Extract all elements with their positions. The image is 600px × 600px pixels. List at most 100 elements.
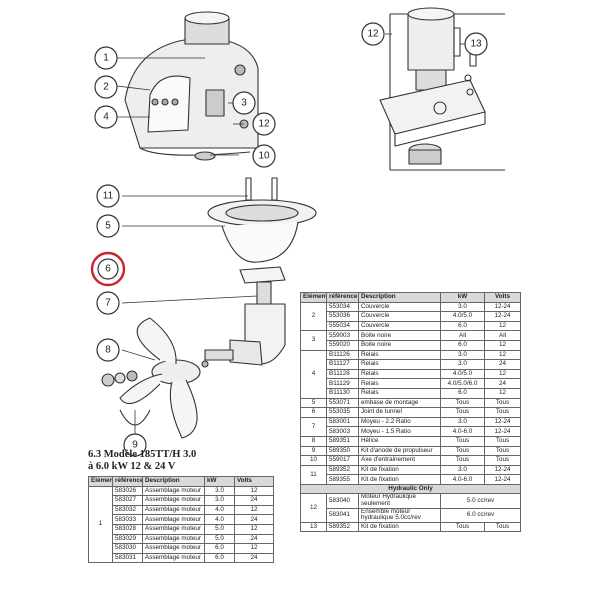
reference-cell: B11126 <box>326 349 359 361</box>
table-header-row: Elément référence Description kW Volts <box>88 476 274 487</box>
volts-cell: Tous <box>484 435 521 447</box>
description-cell: Assemblage moteur <box>142 504 205 516</box>
reference-cell: B11127 <box>326 359 359 370</box>
reference-cell: 583032 <box>112 504 143 516</box>
header-reference: référence <box>112 476 143 487</box>
kw-cell: 6.0 <box>440 387 485 399</box>
description-cell: embase de montage <box>358 397 441 409</box>
kw-cell: 6.0 <box>204 543 235 554</box>
volts-cell: 24 <box>484 378 521 389</box>
kw-cell: 6.0 <box>440 339 485 351</box>
callout-8: 8 <box>96 338 120 362</box>
header-element: Elément <box>88 476 113 487</box>
header-description: Description <box>358 292 441 303</box>
reference-cell: 583028 <box>112 523 143 535</box>
volts-cell: 24 <box>234 514 274 525</box>
header-element: Elément <box>300 292 327 303</box>
element-number: 4 <box>300 349 327 399</box>
volts-cell: Tous <box>484 521 521 533</box>
description-cell: Assemblage moteur <box>142 543 205 554</box>
spare-parts-table: Elément référence Description kW Volts 2… <box>300 292 521 533</box>
reference-cell: 583030 <box>112 543 143 554</box>
kw-cell: Tous <box>440 435 485 447</box>
kw-cell: 3.0 <box>204 485 235 497</box>
callout-2-label: 2 <box>103 82 109 93</box>
element-number: 10 <box>300 455 327 466</box>
element-number: 2 <box>300 301 327 332</box>
volts-cell: 24 <box>234 552 274 564</box>
description-cell: Axe d'entrainement <box>358 455 441 466</box>
element-number: 3 <box>300 330 327 351</box>
reference-cell: 553036 <box>326 311 359 322</box>
reference-cell: 589351 <box>326 435 359 447</box>
description-cell: Kit de fixation <box>358 521 441 533</box>
reference-cell: 583001 <box>326 416 359 428</box>
kw-cell: 4.0/5.0 <box>440 368 485 380</box>
reference-cell: 583041 <box>326 507 359 523</box>
callout-6-label: 6 <box>105 264 111 275</box>
kw-cell: 6.0 <box>204 552 235 564</box>
element-number: 7 <box>300 416 327 437</box>
volts-cell: 12-24 <box>484 301 521 313</box>
callout-4-label: 4 <box>103 112 109 123</box>
reference-cell: 589350 <box>326 445 359 457</box>
kw-cell: 3.0 <box>204 495 235 506</box>
volts-cell: 12-24 <box>484 426 521 437</box>
callout-9: 9 <box>123 433 147 457</box>
volts-cell: 24 <box>234 533 274 545</box>
callout-7: 7 <box>96 291 120 315</box>
description-cell: Couvercle <box>358 311 441 322</box>
description-cell: Moteur Hydraulique seulement <box>358 493 441 509</box>
kw-cell: 3.0 <box>440 416 485 428</box>
reference-cell: 583026 <box>112 485 143 497</box>
tunnel-gasket-drawing <box>239 266 286 284</box>
volts-cell: 12-24 <box>484 464 521 476</box>
kw-cell: Tous <box>440 521 485 533</box>
volts-cell: 12 <box>234 543 274 554</box>
element-number: 8 <box>300 435 327 447</box>
kw-cell: 3.0 <box>440 359 485 370</box>
kw-cell: 6.0 <box>440 320 485 332</box>
reference-cell: 559017 <box>326 455 359 466</box>
element-number: 9 <box>300 445 327 457</box>
volts-cell: 12-24 <box>484 311 521 322</box>
motor-cover-drawing <box>124 11 259 161</box>
leader-lines <box>116 33 465 440</box>
section-title: 6.3 Modèle 185TT/H 3.0 à 6.0 kW 12 & 24 … <box>88 449 298 473</box>
callout-12-hydraulic: 12 <box>361 22 385 46</box>
volts-cell: 24 <box>234 495 274 506</box>
volts-cell: All <box>484 330 521 341</box>
section-title-line1: 6.3 Modèle 185TT/H 3.0 <box>88 449 197 460</box>
callout-10-label: 10 <box>258 151 270 162</box>
reference-cell: 589352 <box>326 521 359 533</box>
element-number: 11 <box>300 464 327 485</box>
description-cell: Assemblage moteur <box>142 533 205 545</box>
volts-cell: 12 <box>484 387 521 399</box>
mounting-flange-drawing <box>207 177 317 263</box>
callout-12-motor: 12 <box>252 112 276 136</box>
hydraulic-motor-drawing <box>379 7 505 171</box>
volts-cell: 12 <box>234 504 274 516</box>
callout-11-label: 11 <box>103 191 114 202</box>
volts-cell: Tous <box>484 445 521 457</box>
header-description: Description <box>142 476 205 487</box>
hydraulic-only-header: Hydraulic Only <box>300 483 521 495</box>
description-cell: Kit d'anode de propulseur <box>358 445 441 457</box>
